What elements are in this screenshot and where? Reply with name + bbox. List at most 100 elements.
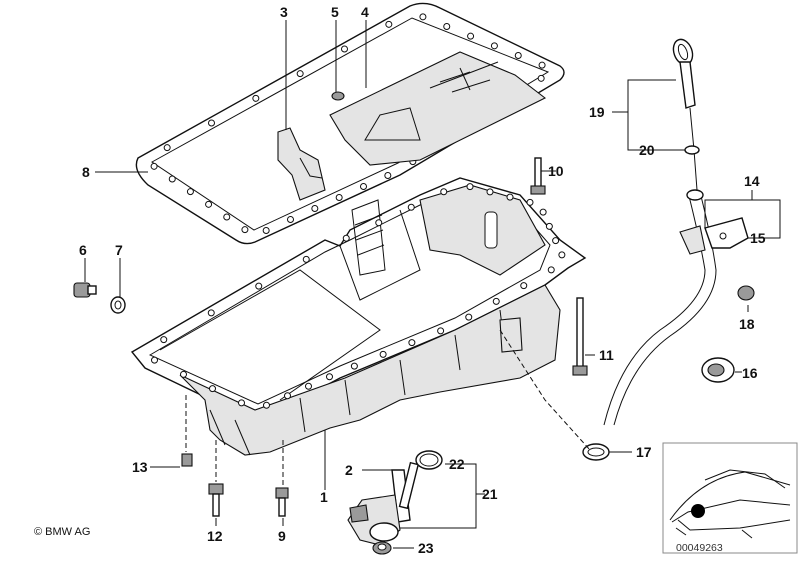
bolt-hole (467, 32, 475, 40)
bolt-hole (163, 144, 171, 152)
bolt-hole (160, 336, 168, 344)
callout-14: 14 (744, 173, 760, 189)
bolt-hole (492, 297, 500, 305)
callout-18: 18 (739, 316, 755, 332)
bracket-part-3 (277, 127, 326, 201)
callout-21: 21 (482, 486, 498, 502)
callout-20: 20 (639, 142, 655, 158)
leader-lines (84, 20, 781, 549)
bolt-hole (262, 227, 270, 234)
callout-19: 19 (589, 104, 605, 120)
bolt-hole (526, 198, 534, 206)
callout-12: 12 (207, 528, 223, 544)
drain-plug (73, 282, 97, 298)
bolt-hole (375, 219, 383, 227)
bolt-hole (296, 70, 304, 78)
bolt-hole (186, 188, 194, 196)
bolt-hole (180, 370, 187, 378)
callout-10: 10 (548, 163, 564, 179)
bolt-hole (151, 356, 158, 364)
bolt-hole (419, 13, 427, 21)
bolt-hole (514, 52, 522, 59)
bolt-hole (207, 309, 215, 317)
bolt-hole (407, 203, 415, 211)
bolt-hole (360, 183, 367, 190)
bolt-hole (311, 205, 319, 212)
bolt-hole (547, 266, 555, 274)
bolt-part-18 (737, 285, 755, 301)
callout-22: 22 (449, 456, 465, 472)
bolt-hole (335, 194, 343, 201)
bolt-hole (241, 226, 249, 234)
bolt-hole (558, 251, 566, 259)
callout-4: 4 (361, 4, 369, 20)
bolt-hole (252, 94, 260, 102)
o-ring-part-22 (415, 450, 443, 470)
bolt-hole (238, 399, 245, 407)
copyright-notice: © BMW AG (34, 526, 90, 538)
bolt-hole (379, 350, 387, 358)
bolt-hole (552, 237, 560, 245)
dipstick (672, 38, 698, 191)
bolt-part-10 (530, 157, 546, 195)
bolt-hole (341, 45, 348, 53)
oil-level-sensor (347, 461, 420, 546)
callout-13: 13 (132, 459, 148, 475)
bolt-hole (538, 61, 546, 69)
callout-11: 11 (599, 347, 614, 363)
bolt-hole (539, 208, 547, 216)
bolt-hole (302, 255, 310, 263)
bolt-hole (209, 385, 216, 393)
bolt-hole (168, 175, 176, 183)
bolt-hole (223, 213, 231, 221)
bolt-part-11 (572, 297, 588, 376)
callout-5: 5 (331, 4, 339, 20)
callout-7: 7 (115, 242, 123, 258)
baffle-plate (329, 51, 547, 166)
bolt-hole (490, 42, 498, 50)
callout-9: 9 (278, 528, 286, 544)
bolt-hole (350, 362, 358, 370)
bolt-hole (326, 373, 333, 381)
bolt-hole (537, 74, 545, 82)
bolt-hole (385, 20, 393, 28)
callout-labels: 3 5 4 8 6 7 10 11 13 12 9 1 2 22 21 23 1… (79, 4, 766, 556)
bolt-hole (255, 282, 263, 290)
bolt-hole (263, 401, 270, 409)
o-ring-part-20 (684, 145, 700, 155)
bracket-part-14 (679, 225, 706, 255)
callout-6: 6 (79, 242, 87, 258)
o-ring-part-17 (582, 443, 610, 461)
callout-15: 15 (750, 230, 766, 246)
callout-1: 1 (320, 489, 328, 505)
bolt-hole (466, 183, 474, 191)
callout-8: 8 (82, 164, 90, 180)
bolt-part-12 (208, 483, 224, 517)
bolt-hole (408, 339, 416, 347)
bolt-hole (465, 313, 473, 321)
bolt-hole (284, 392, 291, 400)
bolt-part-5 (331, 91, 345, 101)
clip-part-16 (701, 357, 735, 383)
image-number: 00049263 (676, 542, 723, 554)
callout-23: 23 (418, 540, 434, 556)
bolt-hole (384, 172, 392, 179)
bolt-part-13 (181, 453, 193, 467)
bolt-hole (440, 188, 448, 196)
location-marker (691, 504, 705, 518)
bolt-hole (208, 119, 215, 127)
oil-pan (130, 177, 587, 456)
callout-16: 16 (742, 365, 758, 381)
bolt-hole (287, 216, 294, 223)
washer-part-7 (110, 296, 126, 314)
bolt-hole (342, 234, 350, 242)
bracket-part-15 (704, 217, 749, 249)
bolt-hole (305, 382, 312, 390)
callout-2: 2 (345, 462, 353, 478)
vehicle-location-thumbnail: 00049263 (662, 442, 798, 554)
bolt-hole (520, 282, 528, 290)
nut-part-23 (372, 541, 392, 555)
callout-3: 3 (280, 4, 288, 20)
bolt-part-9 (275, 487, 289, 517)
